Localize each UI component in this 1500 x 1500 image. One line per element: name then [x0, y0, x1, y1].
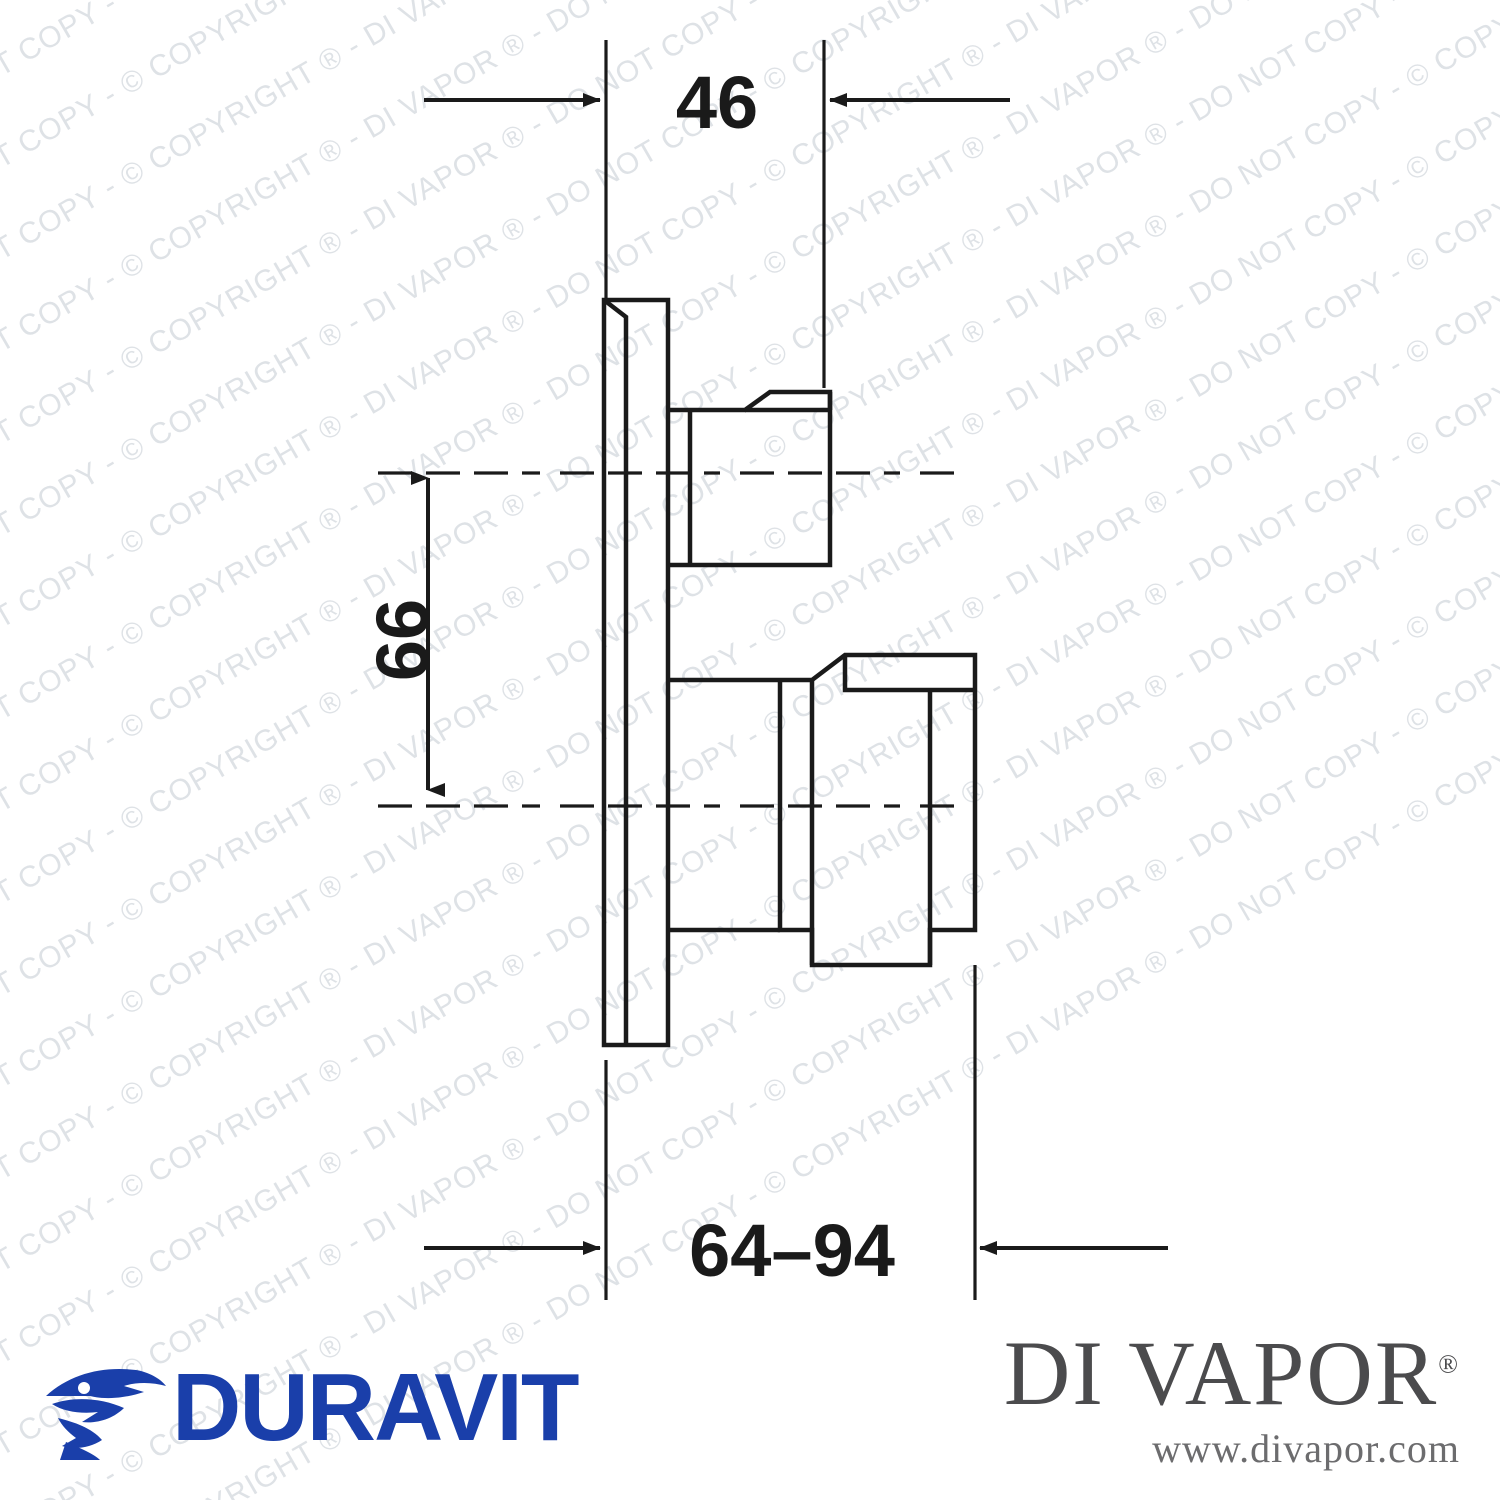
- divapor-logo: DI VAPOR® www.divapor.com: [1004, 1327, 1460, 1472]
- divapor-wordmark: DI VAPOR®: [1004, 1327, 1460, 1419]
- lower-handle-outline: [668, 652, 978, 968]
- dimension-label-bottom: 64–94: [689, 1209, 895, 1292]
- registered-trademark-icon: ®: [1438, 1349, 1460, 1379]
- duravit-bird-icon: [46, 1369, 166, 1460]
- upper-handle-outline: [668, 389, 833, 568]
- divapor-url: www.divapor.com: [1152, 1426, 1460, 1471]
- extension-lines: [604, 40, 977, 1300]
- divapor-wordmark-text: DI VAPOR: [1003, 1322, 1439, 1424]
- centre-lines: [378, 471, 960, 808]
- duravit-wordmark: DURAVIT: [172, 1354, 580, 1461]
- dimension-label-left: 66: [361, 599, 444, 681]
- wall-plate-outline: [601, 297, 671, 1048]
- dimension-label-top: 46: [676, 61, 758, 144]
- duravit-logo: DURAVIT: [40, 1354, 580, 1461]
